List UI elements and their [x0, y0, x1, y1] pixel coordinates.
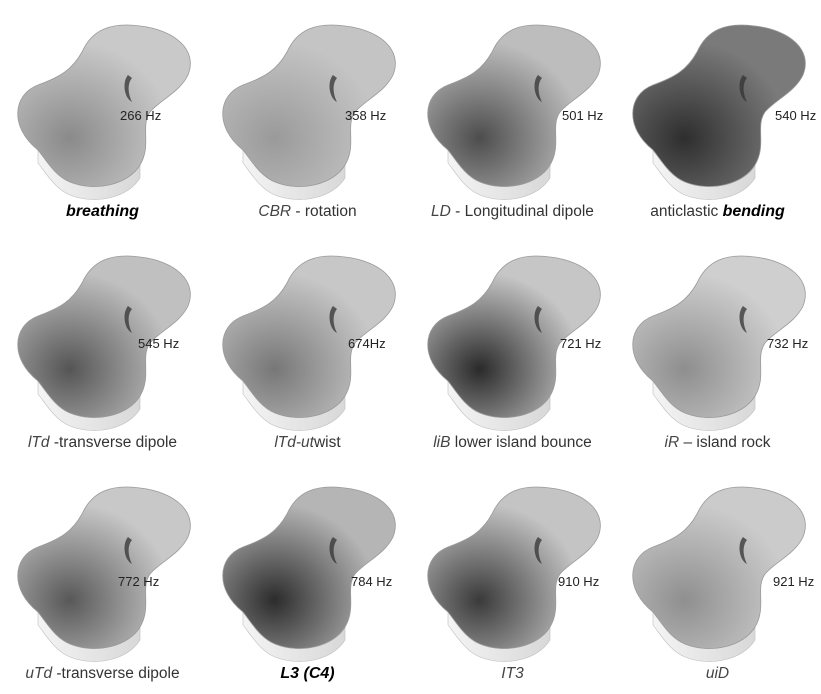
caption-part: uiD [705, 665, 730, 682]
mode-cell: 545 Hz lTd -transverse dipole [0, 231, 205, 462]
mode-caption: liB lower island bounce [410, 434, 615, 452]
plate-surface [632, 486, 806, 649]
plate-mode-shape [17, 486, 191, 662]
caption-part: CBR [258, 203, 292, 220]
mode-cell: 921 Hz uiD [615, 462, 820, 693]
caption-part: lower island bounce [450, 434, 592, 451]
plate-mode-shape [222, 255, 396, 431]
plate-mode-shape [632, 255, 806, 431]
caption-part: anticlastic [650, 203, 723, 220]
caption-part: lTd-ut [274, 434, 314, 451]
caption-part: liB [433, 434, 451, 451]
frequency-label: 732 Hz [767, 336, 809, 351]
mode-cell: 910 Hz IT3 [410, 462, 615, 693]
caption-part: iR [664, 434, 680, 451]
frequency-label: 921 Hz [773, 574, 815, 589]
caption-part: L3 (C4) [280, 665, 335, 682]
caption-part: -transverse dipole [49, 434, 178, 451]
mode-cell: 266 Hz breathing [0, 0, 205, 231]
caption-part: IT3 [501, 665, 524, 682]
mode-cell: 772 Hz uTd -transverse dipole [0, 462, 205, 693]
plate-mode-shape [222, 24, 396, 200]
slot-feature [534, 306, 542, 333]
caption-part: - Longitudinal dipole [450, 203, 594, 220]
frequency-label: 266 Hz [120, 108, 162, 123]
plate-surface [632, 24, 806, 187]
mode-caption: lTd -transverse dipole [0, 434, 205, 452]
frequency-label: 674Hz [348, 336, 386, 351]
slot-feature [739, 75, 747, 102]
caption-part: bending [722, 203, 785, 220]
mode-caption: anticlastic bending [615, 203, 820, 221]
mode-cell: 540 Hz anticlastic bending [615, 0, 820, 231]
slot-feature [739, 306, 747, 333]
plate-surface [222, 486, 396, 649]
mode-cell: 721 Hz liB lower island bounce [410, 231, 615, 462]
mode-caption: LD - Longitudinal dipole [410, 203, 615, 221]
caption-part: - rotation [291, 203, 357, 220]
plate-mode-shape [17, 24, 191, 200]
mode-caption: CBR - rotation [205, 203, 410, 221]
slot-feature [124, 537, 132, 564]
frequency-label: 784 Hz [351, 574, 393, 589]
mode-caption: iR – island rock [615, 434, 820, 452]
plate-mode-shape [17, 255, 191, 431]
mode-caption: lTd-utwist [205, 434, 410, 452]
plate-surface [427, 255, 601, 418]
caption-part: – island rock [679, 434, 771, 451]
plate-mode-shape [427, 255, 601, 431]
slot-feature [124, 306, 132, 333]
plate-surface [17, 24, 191, 187]
mode-caption: breathing [0, 203, 205, 221]
slot-feature [329, 306, 337, 333]
plate-surface [427, 24, 601, 187]
plate-surface [632, 255, 806, 418]
mode-caption: IT3 [410, 665, 615, 683]
plate-mode-shape [427, 486, 601, 662]
plate-mode-shape [427, 24, 601, 200]
frequency-label: 721 Hz [560, 336, 602, 351]
caption-part: wist [313, 434, 341, 451]
slot-feature [534, 537, 542, 564]
slot-feature [534, 75, 542, 102]
frequency-label: 358 Hz [345, 108, 387, 123]
plate-mode-shape [222, 486, 396, 662]
plate-mode-shape [632, 486, 806, 662]
slot-feature [124, 75, 132, 102]
slot-feature [739, 537, 747, 564]
mode-cell: 784 Hz L3 (C4) [205, 462, 410, 693]
slot-feature [329, 537, 337, 564]
mode-cell: 501 Hz LD - Longitudinal dipole [410, 0, 615, 231]
frequency-label: 545 Hz [138, 336, 180, 351]
mode-caption: L3 (C4) [205, 665, 410, 683]
mode-caption: uiD [615, 665, 820, 683]
mode-caption: uTd -transverse dipole [0, 665, 205, 683]
frequency-label: 540 Hz [775, 108, 817, 123]
caption-part: uTd [25, 665, 53, 682]
slot-feature [329, 75, 337, 102]
frequency-label: 501 Hz [562, 108, 604, 123]
mode-cell: 674Hz lTd-utwist [205, 231, 410, 462]
plate-surface [222, 24, 396, 187]
plate-surface [427, 486, 601, 649]
mode-cell: 732 Hz iR – island rock [615, 231, 820, 462]
plate-surface [17, 486, 191, 649]
frequency-label: 910 Hz [558, 574, 600, 589]
caption-part: lTd [27, 434, 50, 451]
plate-mode-shape [632, 24, 806, 200]
caption-part: breathing [66, 203, 139, 220]
caption-part: -transverse dipole [52, 665, 180, 682]
plate-surface [17, 255, 191, 418]
caption-part: LD [431, 203, 451, 220]
plate-surface [222, 255, 396, 418]
mode-cell: 358 Hz CBR - rotation [205, 0, 410, 231]
frequency-label: 772 Hz [118, 574, 160, 589]
